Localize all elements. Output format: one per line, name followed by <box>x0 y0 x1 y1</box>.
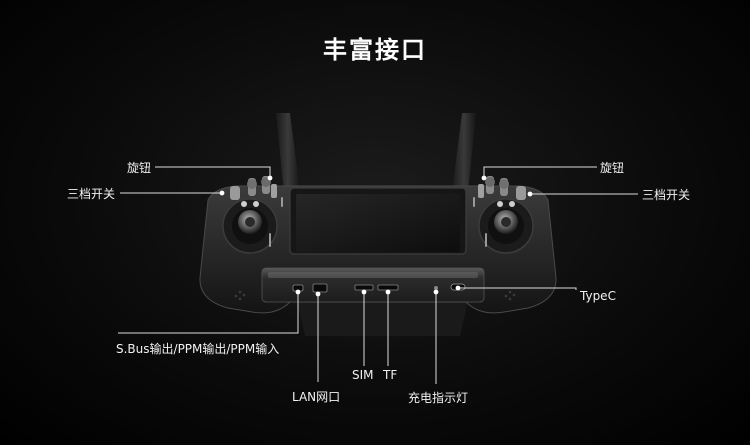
callout-tf: TF <box>383 368 398 382</box>
antenna-left <box>276 113 300 192</box>
callout-lines <box>118 166 638 384</box>
callout-sim: SIM <box>352 368 374 382</box>
sim-slot <box>354 284 374 291</box>
callout-knob-left: 旋钮 <box>127 161 152 175</box>
callout-sbus: S.Bus输出/PPM输出/PPM输入 <box>116 342 280 356</box>
right-joystick <box>478 198 534 254</box>
page-title: 丰富接口 <box>323 36 427 64</box>
left-joystick <box>222 198 278 254</box>
antenna-right <box>452 113 476 192</box>
callout-dots <box>219 175 533 297</box>
callout-knob-right: 旋钮 <box>600 161 625 175</box>
lan-port <box>312 283 328 293</box>
callout-switch-left: 三档开关 <box>67 187 116 201</box>
callout-switch-right: 三档开关 <box>642 188 691 202</box>
bottom-bracket <box>295 292 470 336</box>
charge-led <box>434 286 438 290</box>
callout-charge-led: 充电指示灯 <box>408 391 469 405</box>
callout-lan: LAN网口 <box>292 390 341 404</box>
display-screen <box>296 194 460 252</box>
callout-typec: TypeC <box>580 289 616 303</box>
right-controls <box>478 176 526 200</box>
tf-slot <box>377 284 399 291</box>
left-controls <box>230 176 277 200</box>
